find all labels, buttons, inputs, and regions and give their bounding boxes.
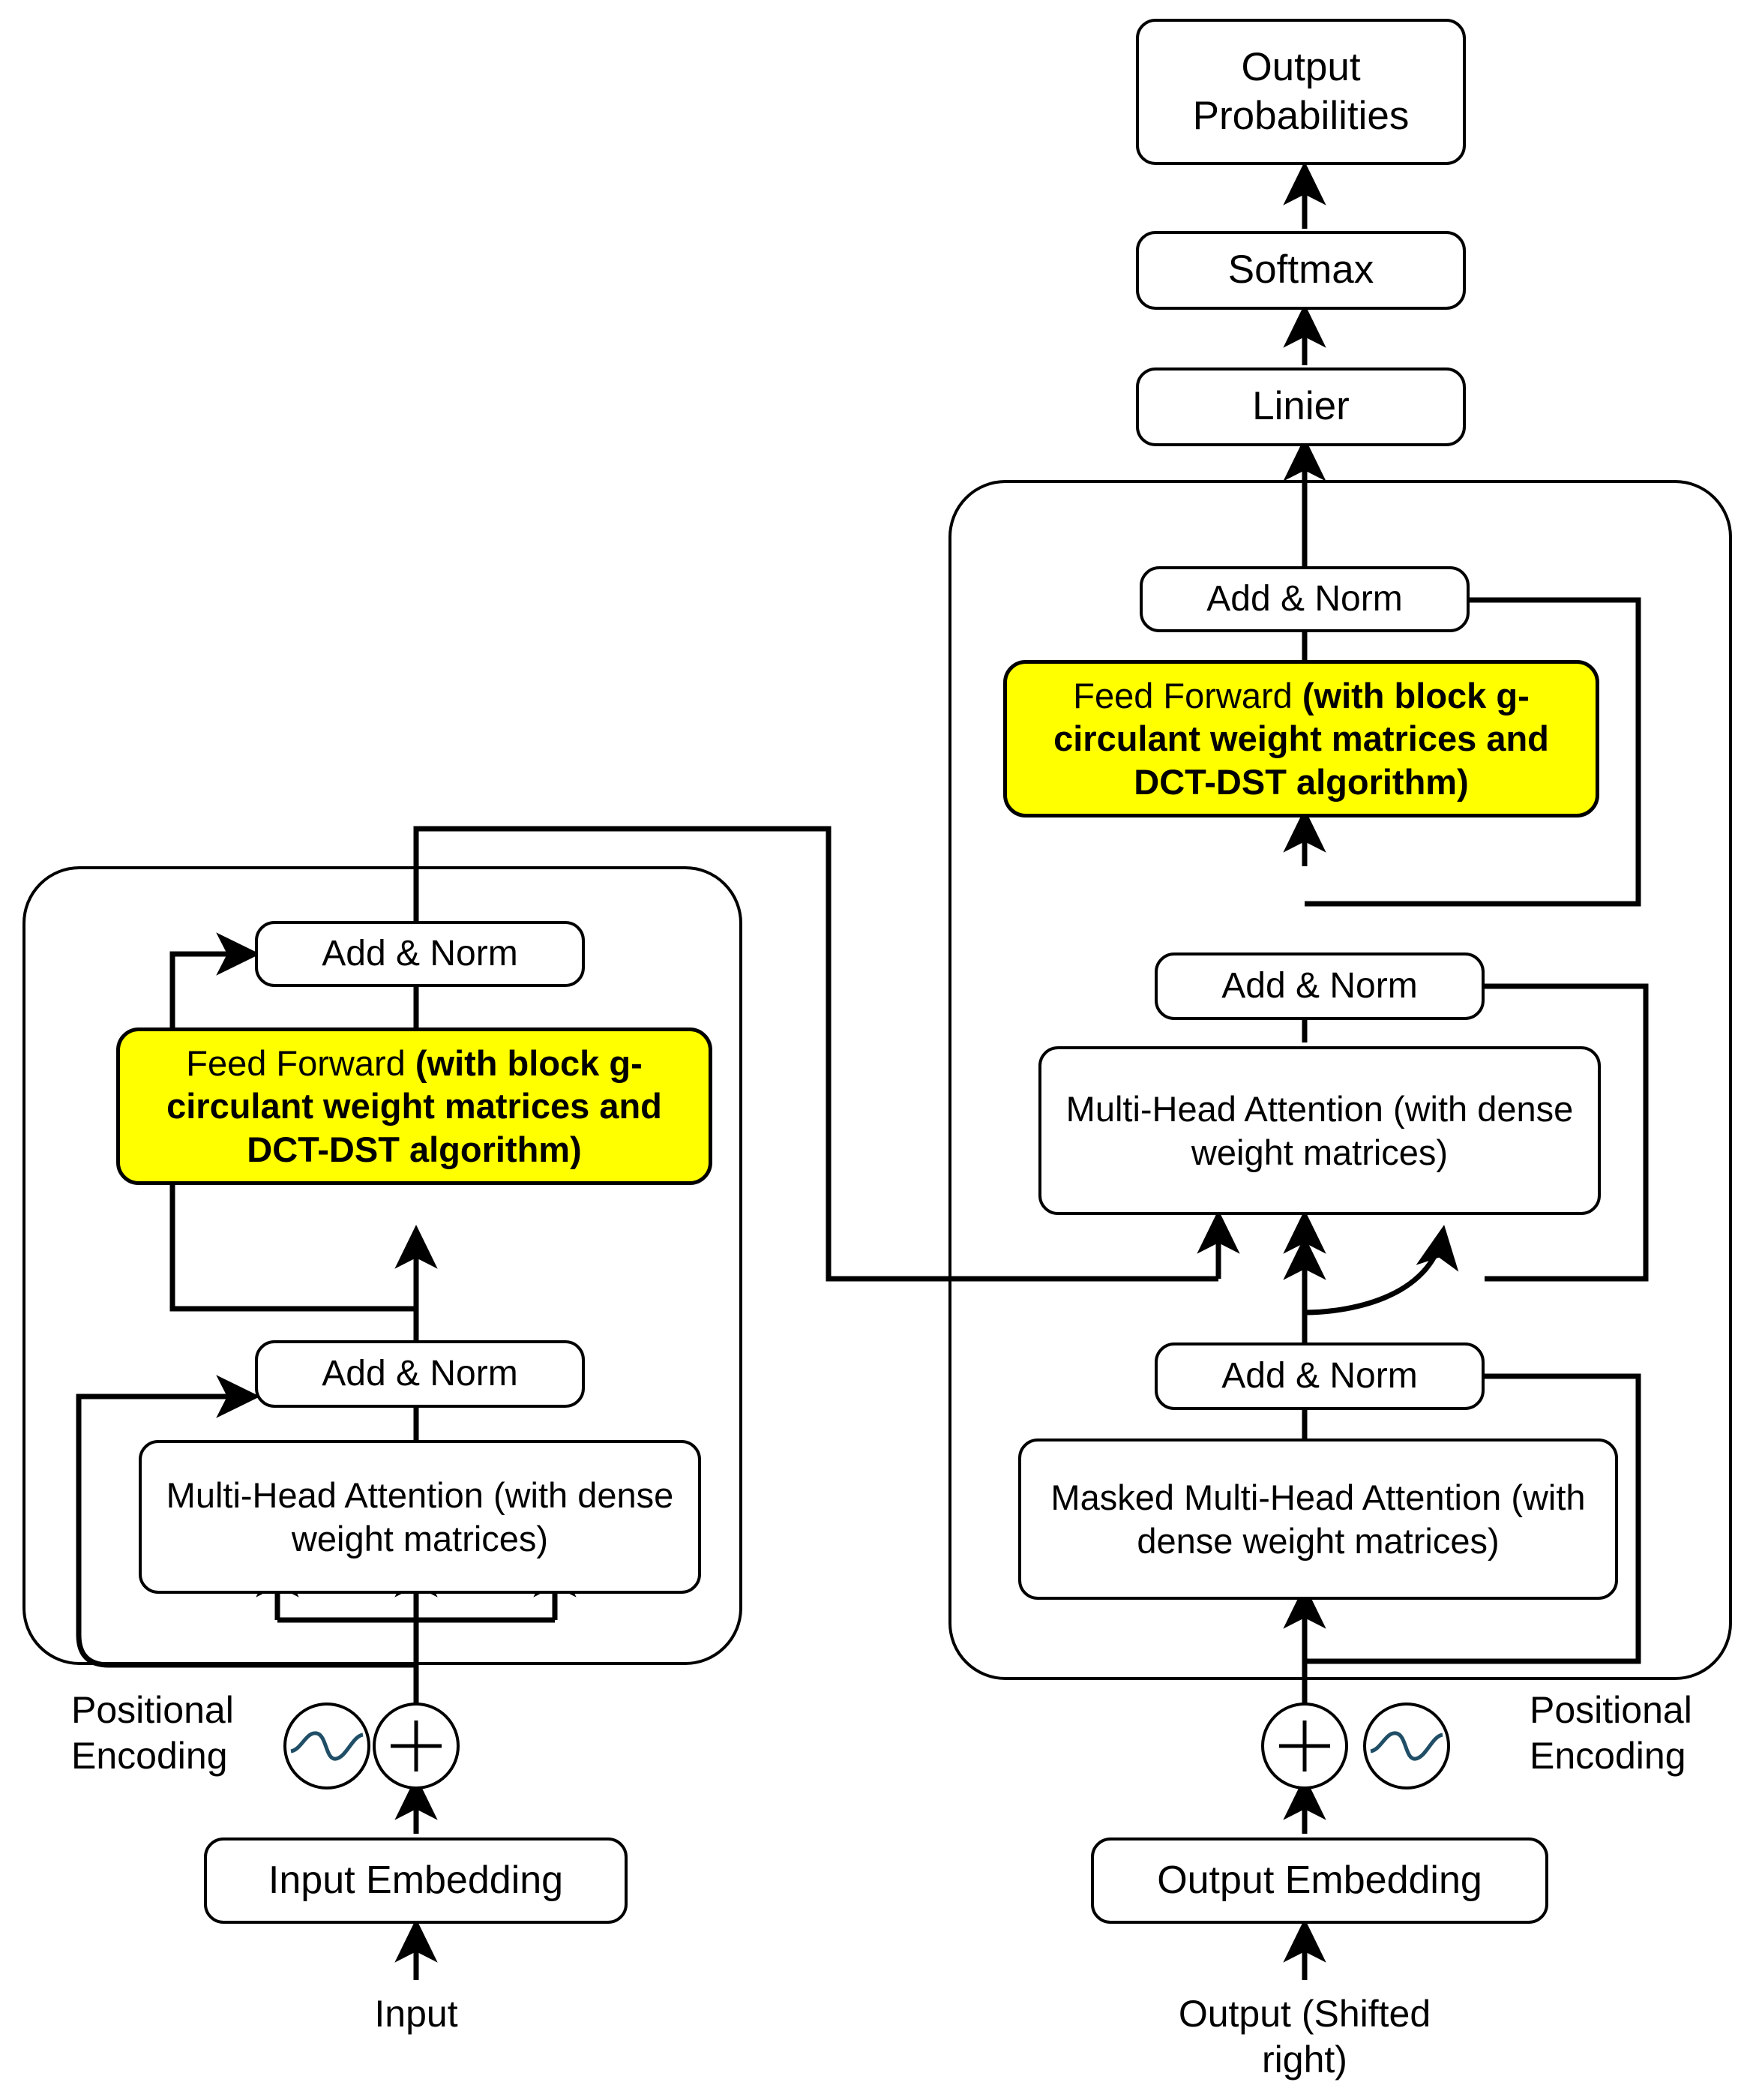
decoder-feed-forward-box: Feed Forward (with block g-circulant wei…: [1003, 660, 1599, 818]
encoder-plus-circle: [373, 1702, 460, 1790]
decoder-add-norm-mid: Add & Norm: [1155, 952, 1485, 1020]
sine-wave-icon: [290, 1731, 364, 1761]
output-embedding-box: Output Embedding: [1091, 1838, 1548, 1924]
softmax-box: Softmax: [1136, 231, 1466, 310]
output-shifted-right-label: Output (Shifted right): [1178, 1993, 1431, 2080]
linier-box: Linier: [1136, 368, 1466, 446]
decoder-cross-attention-box: Multi-Head Attention (with dense weight …: [1038, 1046, 1601, 1215]
input-embedding-box: Input Embedding: [204, 1838, 628, 1924]
encoder-ff-lead-text: Feed Forward: [186, 1043, 415, 1083]
decoder-ff-lead-text: Feed Forward: [1073, 676, 1302, 716]
encoder-feed-forward-box: Feed Forward (with block g-circulant wei…: [116, 1028, 712, 1185]
encoder-positional-encoding-label: Positional Encoding: [71, 1689, 234, 1777]
encoder-add-norm-bottom: Add & Norm: [255, 1340, 585, 1408]
plus-icon: [1279, 1720, 1330, 1772]
plus-icon: [391, 1720, 442, 1772]
sine-wave-icon: [1370, 1731, 1443, 1761]
output-probabilities-box: Output Probabilities: [1136, 19, 1466, 165]
decoder-add-norm-top: Add & Norm: [1140, 566, 1470, 632]
encoder-add-norm-top: Add & Norm: [255, 921, 585, 987]
encoder-self-attention-box: Multi-Head Attention (with dense weight …: [139, 1440, 701, 1594]
decoder-plus-circle: [1261, 1702, 1348, 1790]
decoder-sine-wave-circle: [1363, 1702, 1450, 1790]
encoder-sine-wave-circle: [283, 1702, 370, 1790]
decoder-add-norm-bottom: Add & Norm: [1155, 1342, 1485, 1410]
decoder-positional-encoding-label: Positional Encoding: [1530, 1689, 1692, 1777]
input-label: Input: [374, 1993, 458, 2035]
decoder-masked-attention-box: Masked Multi-Head Attention (with dense …: [1018, 1438, 1618, 1600]
